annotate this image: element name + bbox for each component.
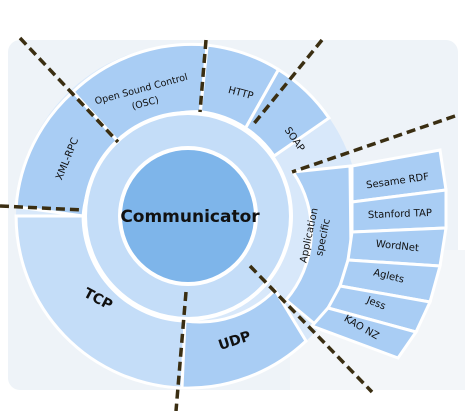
divider-bottom	[174, 291, 188, 411]
divider-top-left	[18, 36, 120, 144]
divider-top-right	[250, 38, 324, 128]
communicator-circle[interactable]	[118, 146, 258, 286]
segment-udp[interactable]	[180, 287, 308, 390]
divider-right	[291, 114, 456, 174]
center-label: Communicator	[120, 207, 260, 227]
segment-tcp[interactable]	[14, 214, 187, 390]
segment-soap[interactable]	[243, 67, 332, 159]
app-label-stanford-tap: Stanford TAP	[368, 208, 432, 221]
application-items	[309, 148, 448, 360]
app-item-kao-nz[interactable]	[309, 306, 419, 360]
divider-bottom-right	[248, 264, 374, 394]
app-label-wordnet: WordNet	[375, 239, 419, 254]
divider-top	[198, 39, 208, 113]
dividers	[0, 36, 456, 411]
